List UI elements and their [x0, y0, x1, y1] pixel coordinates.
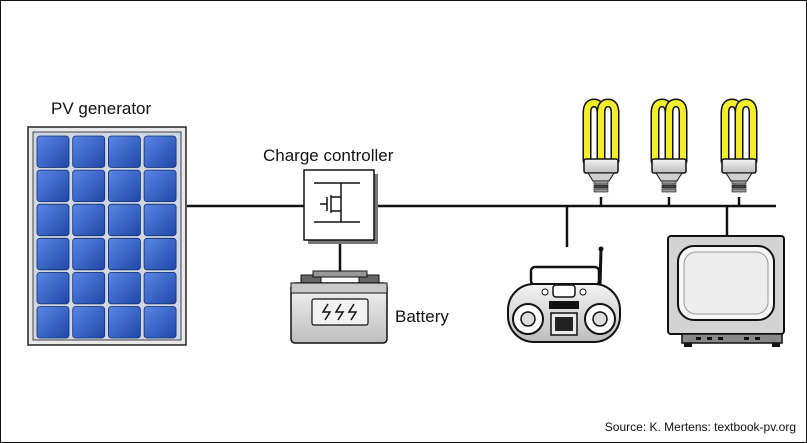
television-icon: [667, 235, 785, 347]
solar-cell: [108, 169, 141, 203]
solar-cell: [36, 169, 70, 203]
solar-cell: [143, 135, 177, 168]
radio-icon: [507, 246, 621, 343]
cfl-bulbs: [582, 98, 758, 193]
solar-cell: [143, 237, 177, 271]
battery-icon: [290, 270, 388, 344]
solar-cell: [36, 237, 70, 271]
solar-cell: [108, 237, 141, 271]
solar-cell: [108, 306, 141, 339]
solar-cell: [108, 203, 141, 237]
solar-panel-icon: [27, 126, 187, 346]
solar-cell: [72, 203, 106, 237]
solar-cell: [108, 271, 141, 305]
cfl-bulb-icon: [582, 98, 620, 193]
solar-cell: [72, 237, 106, 271]
solar-cell: [72, 306, 106, 339]
solar-cell: [143, 203, 177, 237]
battery-label: Battery: [395, 307, 449, 326]
solar-cell: [36, 271, 70, 305]
solar-cell: [36, 135, 70, 168]
charge-controller-icon: [303, 169, 378, 244]
solar-cell: [108, 135, 141, 168]
charge-controller-label: Charge controller: [263, 146, 394, 165]
wiring: [187, 197, 776, 275]
source-credit: Source: K. Mertens: textbook-pv.org: [604, 420, 796, 434]
solar-cell: [143, 169, 177, 203]
solar-cell: [36, 203, 70, 237]
solar-cell: [72, 169, 106, 203]
solar-cell: [143, 271, 177, 305]
solar-cell: [72, 135, 106, 168]
solar-cell: [72, 271, 106, 305]
pv-generator-label: PV generator: [51, 99, 152, 118]
solar-cell: [143, 306, 177, 339]
solar-cell: [36, 306, 70, 339]
cfl-bulb-icon: [650, 98, 688, 193]
cfl-bulb-icon: [720, 98, 758, 193]
